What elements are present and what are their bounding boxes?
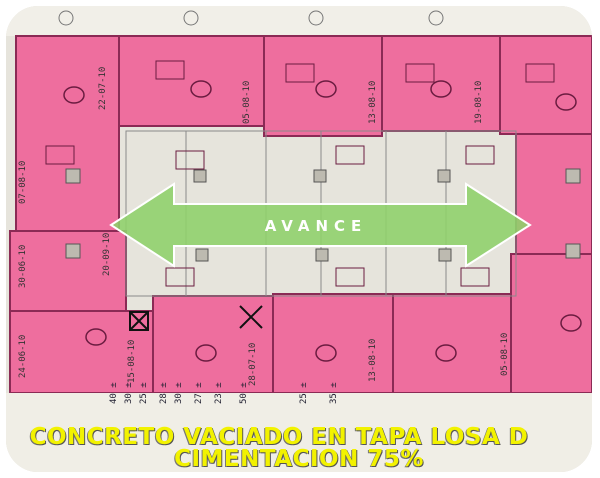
x-marks <box>129 305 263 331</box>
drain-marks <box>63 80 582 362</box>
svg-text:35 ±: 35 ± <box>329 382 339 404</box>
pour-date: 24-06-10 <box>18 334 28 378</box>
pour-date: 20-09-10 <box>102 232 112 276</box>
pour-date: 15-08-10 <box>127 339 137 383</box>
svg-text:27 ±: 27 ± <box>194 382 204 404</box>
svg-text:23 ±: 23 ± <box>214 382 224 404</box>
avance-arrow <box>109 182 532 268</box>
caption-line-1: CONCRETO VACIADO EN TAPA LOSA D <box>29 424 529 450</box>
floor-plan-photo: 40 ± 30 ± 25 ± 28 ± 30 ± 27 ± 23 ± 50 ± … <box>6 6 592 472</box>
pour-date: 19-08-10 <box>474 80 484 124</box>
avance-label: AVANCE <box>264 217 368 235</box>
floor-plan-drawing: 40 ± 30 ± 25 ± 28 ± 30 ± 27 ± 23 ± 50 ± … <box>6 6 592 472</box>
svg-text:40 ±: 40 ± <box>109 382 119 404</box>
pour-date: 05-08-10 <box>500 332 510 376</box>
pour-date: 28-07-10 <box>248 342 258 386</box>
svg-text:28 ±: 28 ± <box>159 382 169 404</box>
svg-text:30 ±: 30 ± <box>174 382 184 404</box>
svg-text:30 ±: 30 ± <box>124 382 134 404</box>
svg-text:25 ±: 25 ± <box>139 382 149 404</box>
pour-date: 22-07-10 <box>98 66 108 110</box>
caption-line-2: CIMENTACION 75% <box>174 446 424 472</box>
slab-marks <box>45 60 555 287</box>
svg-text:25 ±: 25 ± <box>299 382 309 404</box>
footings <box>65 168 581 262</box>
poured-slab-bottom <box>9 230 592 394</box>
svg-text:50 ±: 50 ± <box>239 382 249 404</box>
pour-date: 05-08-10 <box>242 80 252 124</box>
pour-date: 13-08-10 <box>368 338 378 382</box>
pour-date: 07-08-10 <box>18 160 28 204</box>
margin-notes: 40 ± 30 ± 25 ± 28 ± 30 ± 27 ± 23 ± 50 ± … <box>109 382 339 404</box>
pour-date: 13-08-10 <box>368 80 378 124</box>
pour-date: 30-06-10 <box>18 244 28 288</box>
